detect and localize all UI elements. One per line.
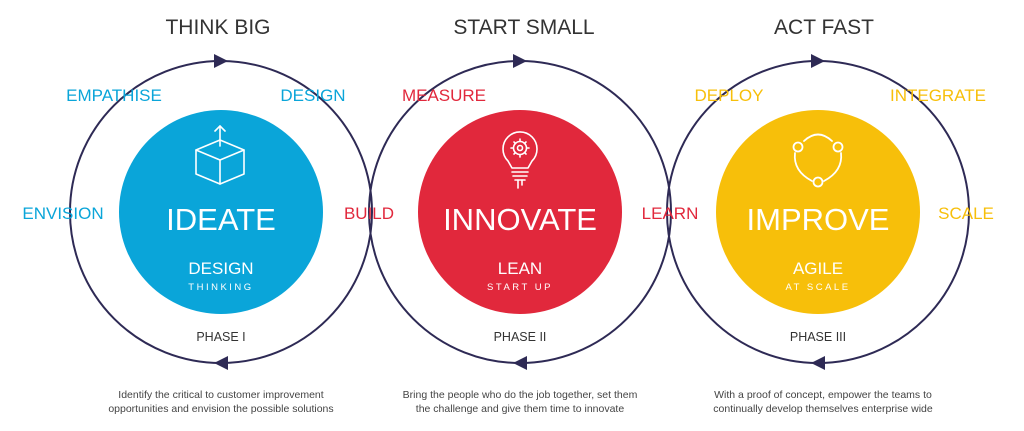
cycle-nodes-icon: [792, 133, 844, 188]
circle-subtitle: LEAN: [498, 259, 542, 278]
lightbulb-gear-icon: [502, 131, 538, 189]
label-empathise: EMPATHISE: [66, 86, 162, 105]
innovate-circle: [418, 110, 622, 314]
arrow-right-icon: [811, 54, 825, 68]
circle-subtitle: AGILE: [793, 259, 843, 278]
arrow-left-icon: [214, 356, 228, 370]
arrow-right-icon: [513, 54, 527, 68]
phase-description: Identify the critical to customer improv…: [71, 388, 371, 416]
ideate-circle: [119, 110, 323, 314]
description-line: continually develop themselves enterpris…: [713, 403, 933, 415]
arrow-left-icon: [513, 356, 527, 370]
circle-title: IDEATE: [166, 202, 276, 237]
circle-subtitle-small: AT SCALE: [785, 282, 850, 293]
box-arrow-icon: [195, 125, 245, 185]
label-measure: MEASURE: [402, 86, 486, 105]
description-line: With a proof of concept, empower the tea…: [714, 389, 932, 401]
phase-heading: START SMALL: [453, 16, 594, 39]
description-line: Identify the critical to customer improv…: [118, 389, 324, 401]
label-envision: ENVISION: [22, 204, 103, 223]
label-build: BUILD: [344, 204, 394, 223]
phase-heading: THINK BIG: [165, 16, 270, 39]
arrow-right-icon: [214, 54, 228, 68]
circle-title: INNOVATE: [443, 202, 597, 237]
label-scale: SCALE: [938, 204, 994, 223]
phase-heading: ACT FAST: [774, 16, 874, 39]
circle-subtitle-small: THINKING: [188, 282, 253, 293]
phase-label: PHASE II: [494, 330, 547, 344]
description-line: Bring the people who do the job together…: [402, 389, 638, 401]
circle-subtitle-small: START UP: [487, 282, 553, 293]
description-line: the challenge and give them time to inno…: [415, 403, 625, 415]
phase-description: With a proof of concept, empower the tea…: [673, 388, 973, 416]
label-deploy: DEPLOY: [695, 86, 764, 105]
improve-circle: [716, 110, 920, 314]
circle-title: IMPROVE: [747, 202, 890, 237]
phase-label: PHASE III: [790, 330, 846, 344]
phase-label: PHASE I: [196, 330, 245, 344]
label-integrate: INTEGRATE: [890, 86, 986, 105]
arrow-left-icon: [811, 356, 825, 370]
circle-subtitle: DESIGN: [188, 259, 253, 278]
label-design: DESIGN: [280, 86, 345, 105]
label-learn: LEARN: [642, 204, 699, 223]
description-line: opportunities and envision the possible …: [108, 403, 334, 415]
phase-description: Bring the people who do the job together…: [370, 388, 670, 416]
